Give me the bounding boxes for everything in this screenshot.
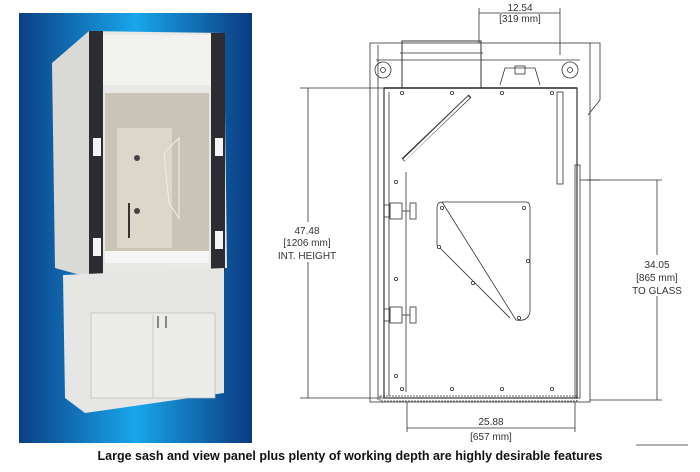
exhaust-duct bbox=[401, 40, 482, 89]
view-panel-cutout bbox=[436, 201, 531, 321]
sash-pulley-right bbox=[561, 61, 579, 79]
dimension-depth: 25.88 [657 mm] bbox=[406, 402, 576, 443]
dimension-to-glass: 34.05 [865 mm] TO GLASS bbox=[580, 179, 682, 401]
depth-dimension-value: 25.88 bbox=[478, 417, 503, 428]
service-fixture-upper bbox=[383, 202, 417, 220]
dimension-interior-height: 47.48 [1206 mm] INT. HEIGHT bbox=[278, 87, 384, 399]
depth-dimension-metric: [657 mm] bbox=[470, 432, 512, 443]
sash-glass bbox=[574, 164, 581, 399]
cabinet-outline bbox=[369, 42, 591, 403]
sash-handle bbox=[105, 251, 209, 263]
height-dimension-label: INT. HEIGHT bbox=[278, 251, 336, 262]
work-surface bbox=[379, 395, 578, 402]
dimension-top: 12.54 [319 mm] bbox=[478, 3, 561, 55]
sash-track bbox=[556, 91, 564, 185]
height-dimension-metric: [1206 mm] bbox=[283, 238, 330, 249]
glass-dimension-label: TO GLASS bbox=[632, 286, 682, 297]
height-dimension-value: 47.48 bbox=[294, 226, 319, 237]
service-fixture-lower bbox=[383, 306, 417, 324]
glass-dimension-value: 34.05 bbox=[644, 260, 669, 271]
top-dimension-value: 12.54 bbox=[507, 3, 532, 14]
top-dimension-metric: [319 mm] bbox=[499, 14, 541, 25]
glass-dimension-metric: [865 mm] bbox=[636, 273, 678, 284]
interior-liner bbox=[383, 87, 578, 399]
figure-caption: Large sash and view panel plus plenty of… bbox=[97, 449, 603, 463]
fume-hood-photo bbox=[19, 13, 252, 443]
sash-pulley-left bbox=[374, 61, 392, 79]
